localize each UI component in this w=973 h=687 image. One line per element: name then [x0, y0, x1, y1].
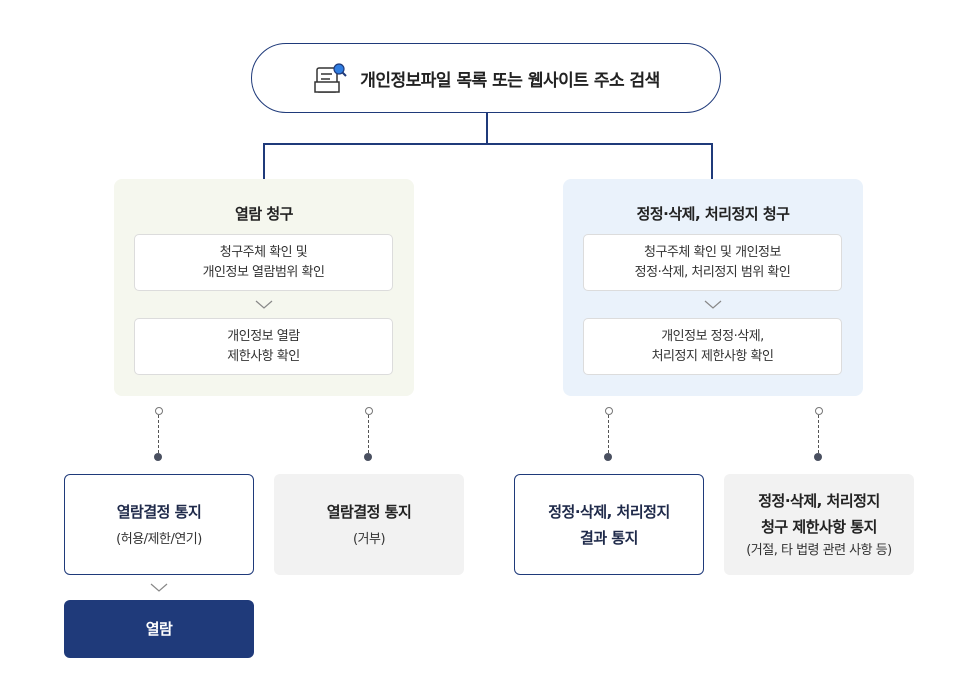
card-main-text: 열람결정 통지 [116, 502, 202, 521]
correction-step-1: 청구주체 확인 및 개인정보 정정·삭제, 처리정지 범위 확인 [583, 234, 842, 291]
access-step-1: 청구주체 확인 및 개인정보 열람범위 확인 [134, 234, 393, 291]
access-request-title: 열람 청구 [235, 205, 293, 223]
final-label: 열람 [145, 620, 173, 638]
access-decision-granted-card: 열람결정 통지 (허용/제한/연기) [64, 474, 254, 575]
search-step-box: 개인정보파일 목록 또는 웹사이트 주소 검색 [251, 43, 721, 113]
chevron-down-icon [255, 300, 273, 309]
correction-step-1-line1: 청구주체 확인 및 개인정보 [644, 244, 781, 260]
chevron-down-icon [704, 300, 722, 309]
connector-start-dot [365, 407, 373, 415]
correction-step-2-line1: 개인정보 정정·삭제, [661, 328, 764, 344]
connector-left-drop [263, 143, 265, 179]
card-sub-text: (거부) [352, 531, 386, 547]
correction-result-card: 정정·삭제, 처리정지 결과 통지 [514, 474, 704, 575]
access-step-2-line1: 개인정보 열람 [227, 328, 300, 344]
access-step-2: 개인정보 열람 제한사항 확인 [134, 318, 393, 375]
connector-end-dot [154, 453, 162, 461]
connector-vertical-top [486, 113, 488, 144]
access-step-2-line2: 제한사항 확인 [227, 348, 300, 364]
connector-end-dot [604, 453, 612, 461]
connector-end-dot [814, 453, 822, 461]
card-main-line2: 청구 제한사항 통지 [761, 517, 877, 536]
card-sub-text: (거절, 타 법령 관련 사항 등) [746, 542, 892, 558]
chevron-down-icon [150, 583, 168, 592]
access-final-box: 열람 [64, 600, 254, 658]
dashed-connector [368, 415, 369, 453]
connector-start-dot [155, 407, 163, 415]
top-title: 개인정보파일 목록 또는 웹사이트 주소 검색 [360, 70, 660, 91]
connector-start-dot [815, 407, 823, 415]
card-main-text: 열람결정 통지 [326, 502, 412, 521]
connector-end-dot [364, 453, 372, 461]
correction-step-1-line2: 정정·삭제, 처리정지 범위 확인 [634, 264, 791, 280]
correction-step-2-line2: 처리정지 제한사항 확인 [651, 348, 774, 364]
correction-step-2: 개인정보 정정·삭제, 처리정지 제한사항 확인 [583, 318, 842, 375]
access-decision-denied-card: 열람결정 통지 (거부) [274, 474, 464, 575]
correction-refusal-card: 정정·삭제, 처리정지 청구 제한사항 통지 (거절, 타 법령 관련 사항 등… [724, 474, 914, 575]
access-step-1-line2: 개인정보 열람범위 확인 [202, 264, 325, 280]
connector-horizontal [263, 143, 712, 145]
dashed-connector [818, 415, 819, 453]
correction-request-title: 정정·삭제, 처리정지 청구 [636, 205, 790, 223]
connector-start-dot [605, 407, 613, 415]
access-request-panel: 열람 청구 청구주체 확인 및 개인정보 열람범위 확인 개인정보 열람 제한사… [114, 179, 414, 396]
card-main-line2: 결과 통지 [580, 528, 638, 547]
dashed-connector [158, 415, 159, 453]
card-sub-text: (허용/제한/연기) [116, 531, 202, 547]
correction-request-panel: 정정·삭제, 처리정지 청구 청구주체 확인 및 개인정보 정정·삭제, 처리정… [563, 179, 863, 396]
connector-right-drop [711, 143, 713, 179]
card-main-line1: 정정·삭제, 처리정지 [758, 491, 880, 510]
access-step-1-line1: 청구주체 확인 및 [219, 244, 308, 260]
card-main-line1: 정정·삭제, 처리정지 [548, 502, 670, 521]
document-search-icon [314, 63, 347, 93]
dashed-connector [608, 415, 609, 453]
